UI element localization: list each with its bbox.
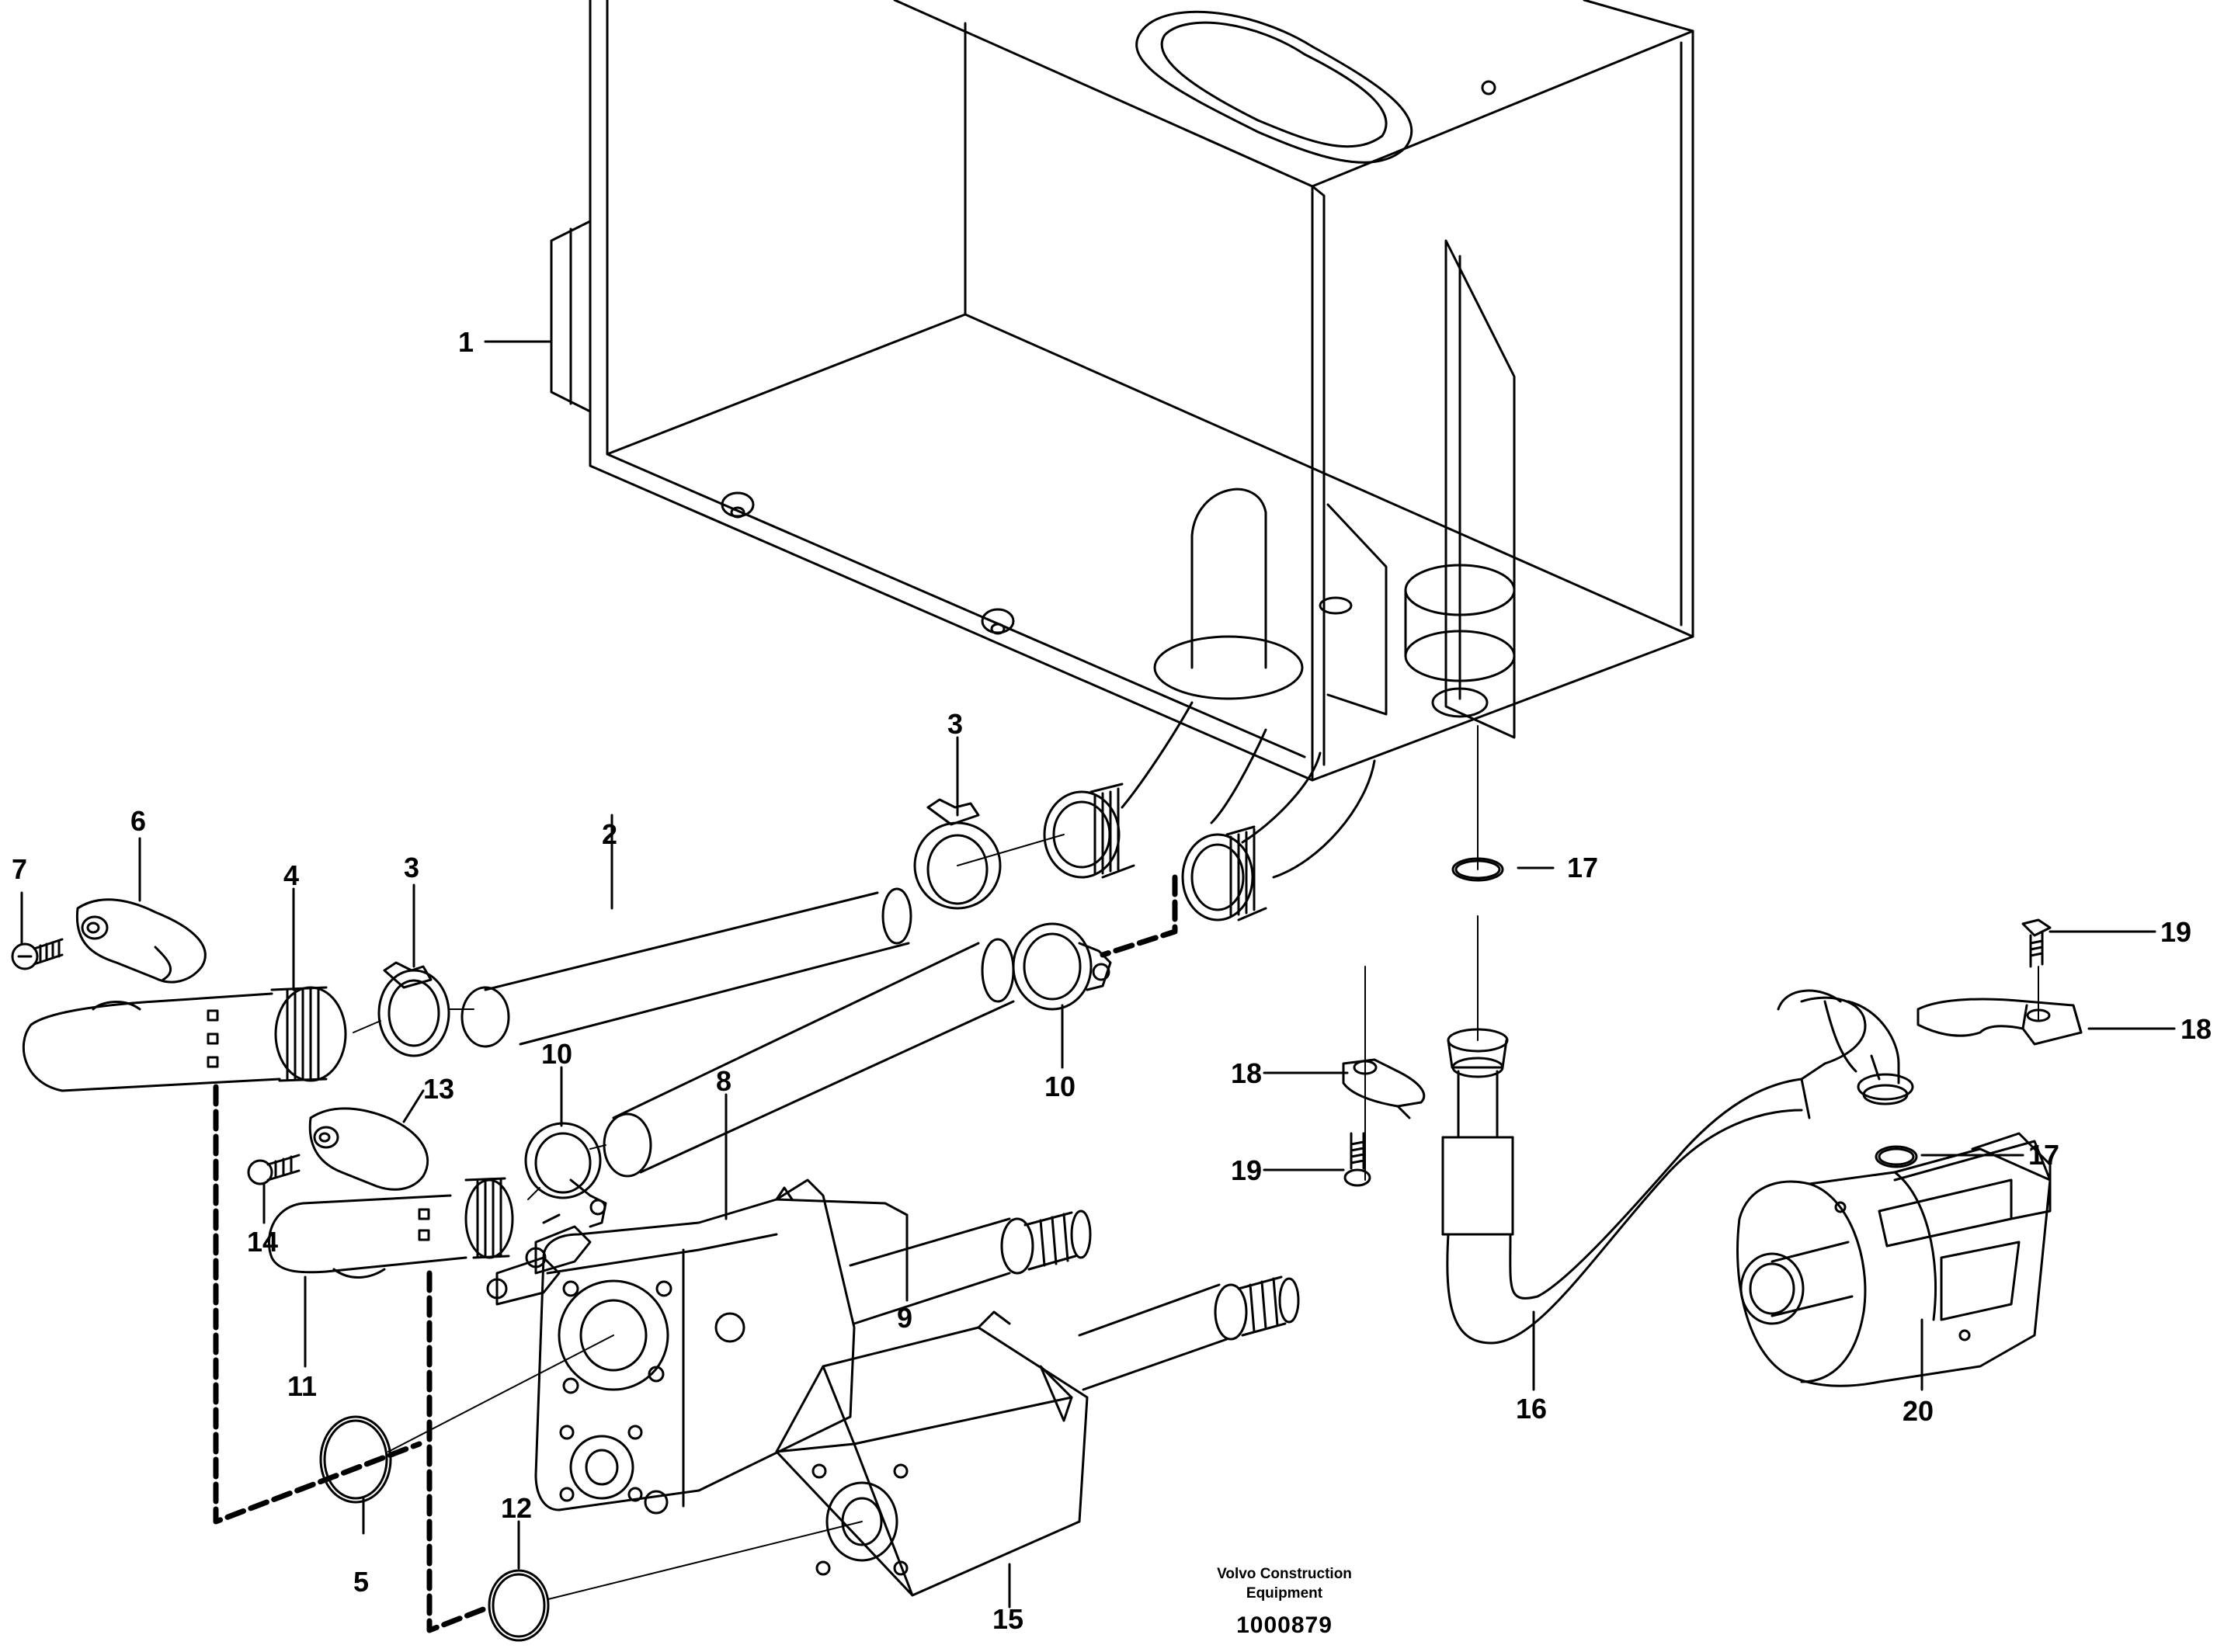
label-6: 6	[130, 805, 146, 837]
flange-half-6	[75, 898, 207, 984]
tank-outlet-pipes	[1043, 701, 1376, 921]
screw-7	[11, 938, 64, 970]
label-11: 11	[287, 1370, 317, 1402]
label-19b: 19	[2160, 916, 2191, 948]
diagram-caption: Volvo Construction Equipment 1000879	[1217, 1566, 1352, 1638]
hydraulic-tank	[550, 0, 1694, 782]
label-13: 13	[423, 1073, 454, 1105]
label-3b: 3	[404, 852, 419, 883]
label-9: 9	[897, 1302, 912, 1334]
label-17a: 17	[1567, 852, 1598, 883]
pump-15	[775, 1275, 1300, 1597]
label-leaders	[20, 340, 2176, 1609]
diagram-number: 1000879	[1236, 1612, 1333, 1638]
label-14: 14	[247, 1226, 278, 1258]
hose-clamp-10-left	[524, 1122, 607, 1228]
screw-19-right	[2021, 918, 2052, 968]
assembly-leader-dashed	[213, 874, 1178, 1633]
label-4: 4	[283, 859, 299, 891]
label-16: 16	[1516, 1393, 1547, 1425]
suction-pipe-4	[22, 986, 347, 1092]
hose-2	[460, 887, 912, 1048]
assembly-lines	[353, 725, 2039, 1600]
hose-clamp-10-right	[1012, 922, 1112, 1011]
screw-14	[247, 1154, 301, 1185]
hose-clamp-3-right	[913, 798, 1002, 910]
caption-line-2: Equipment	[1246, 1585, 1323, 1602]
part-labels: 1 2 3 3 4 5 6 7 8 9 10 10 11 12 13 14 15…	[12, 326, 2212, 1635]
label-10b: 10	[1044, 1071, 1076, 1102]
o-ring-17-top	[1451, 857, 1504, 882]
label-19a: 19	[1231, 1154, 1262, 1186]
hose-16	[1441, 989, 1914, 1345]
o-ring-5	[319, 1415, 392, 1504]
label-12: 12	[501, 1492, 532, 1524]
label-18a: 18	[1231, 1057, 1262, 1089]
label-8: 8	[716, 1065, 731, 1097]
hose-9	[603, 938, 1015, 1178]
label-3a: 3	[947, 708, 963, 740]
label-2: 2	[602, 818, 617, 850]
label-5: 5	[353, 1566, 369, 1598]
label-17b: 17	[2028, 1139, 2059, 1171]
caption-line-1: Volvo Construction	[1217, 1566, 1352, 1582]
flange-half-18-right	[1916, 998, 2083, 1046]
hose-clamp-3-left	[377, 961, 450, 1057]
flange-half-18-left	[1342, 1058, 1426, 1119]
label-20: 20	[1903, 1395, 1934, 1427]
o-ring-17-bottom	[1875, 1145, 1918, 1168]
suction-pipe-11	[267, 1177, 514, 1279]
label-18b: 18	[2181, 1013, 2212, 1045]
label-7: 7	[12, 853, 27, 885]
label-1: 1	[458, 326, 474, 358]
screw-19-left	[1343, 1132, 1371, 1187]
hydraulic-pump-8	[486, 1178, 1092, 1515]
o-ring-12	[488, 1569, 550, 1642]
flange-half-13	[308, 1107, 429, 1191]
label-15: 15	[992, 1603, 1023, 1635]
label-10a: 10	[541, 1038, 572, 1070]
pump-20	[1736, 1132, 2052, 1387]
